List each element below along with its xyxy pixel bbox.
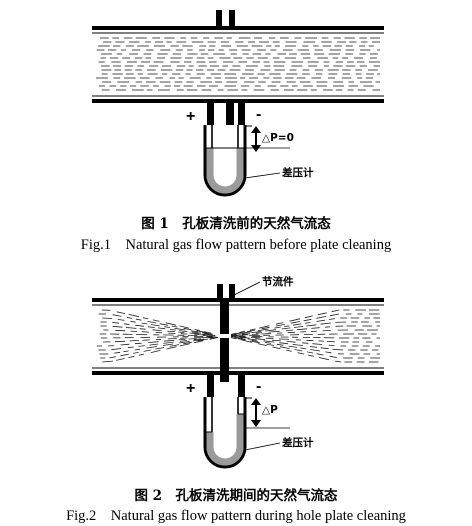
pipe-bottom-wall [92,371,384,375]
tap-left [207,375,214,397]
figure-2: 节流件 + - △P 差压计 图 2 孔板清洗期间的天然气流态 Fig.2 Na… [0,262,472,526]
caption-en: Fig.2 Natural gas flow pattern during ho… [66,508,406,524]
pressure-difference-arrow [251,398,261,427]
pipe-top-wall [92,298,384,302]
tap-left [207,103,214,125]
caption-cn: 图 1 孔板清洗前的天然气流态 [141,216,331,232]
figure-2-diagram [92,281,384,469]
caption-en: Fig.1 Natural gas flow pattern before pl… [80,237,392,253]
pipe-bottom-wall [92,99,384,103]
orifice-plate [220,298,229,382]
plus-sign: + [186,108,196,125]
pressure-label: △P [262,404,278,416]
orifice-hole [218,334,231,338]
gas-flow-dashes [96,37,380,91]
tap-right [238,375,245,397]
top-stub-left [216,10,222,26]
top-stub-right [229,10,235,26]
throttle-leader-line [231,281,261,297]
minus-sign: - [256,378,262,395]
pressure-difference-arrow [251,126,261,152]
pressure-label: △P=0 [262,132,294,144]
gauge-leader-line [244,172,281,179]
gas-flow-dashes [96,309,380,363]
tap-middle [226,103,234,125]
tap-right [238,103,245,125]
gauge-leader-line [244,442,281,451]
plus-sign: + [186,380,196,397]
gauge-label: 差压计 [282,437,314,449]
throttle-label: 节流件 [262,276,294,288]
pipe-top-wall [92,26,384,30]
figure-1: + - △P=0 差压计 图 1 孔板清洗前的天然气流态 Fig.1 Natur… [0,0,472,262]
caption-cn: 图 2 孔板清洗期间的天然气流态 [134,488,338,504]
minus-sign: - [256,106,262,123]
top-stub-right [229,284,235,298]
u-tube-manometer [203,397,247,469]
gauge-label: 差压计 [282,167,314,179]
top-stub-left [217,284,223,298]
figure-1-diagram [92,10,384,197]
u-tube-manometer [203,125,247,197]
